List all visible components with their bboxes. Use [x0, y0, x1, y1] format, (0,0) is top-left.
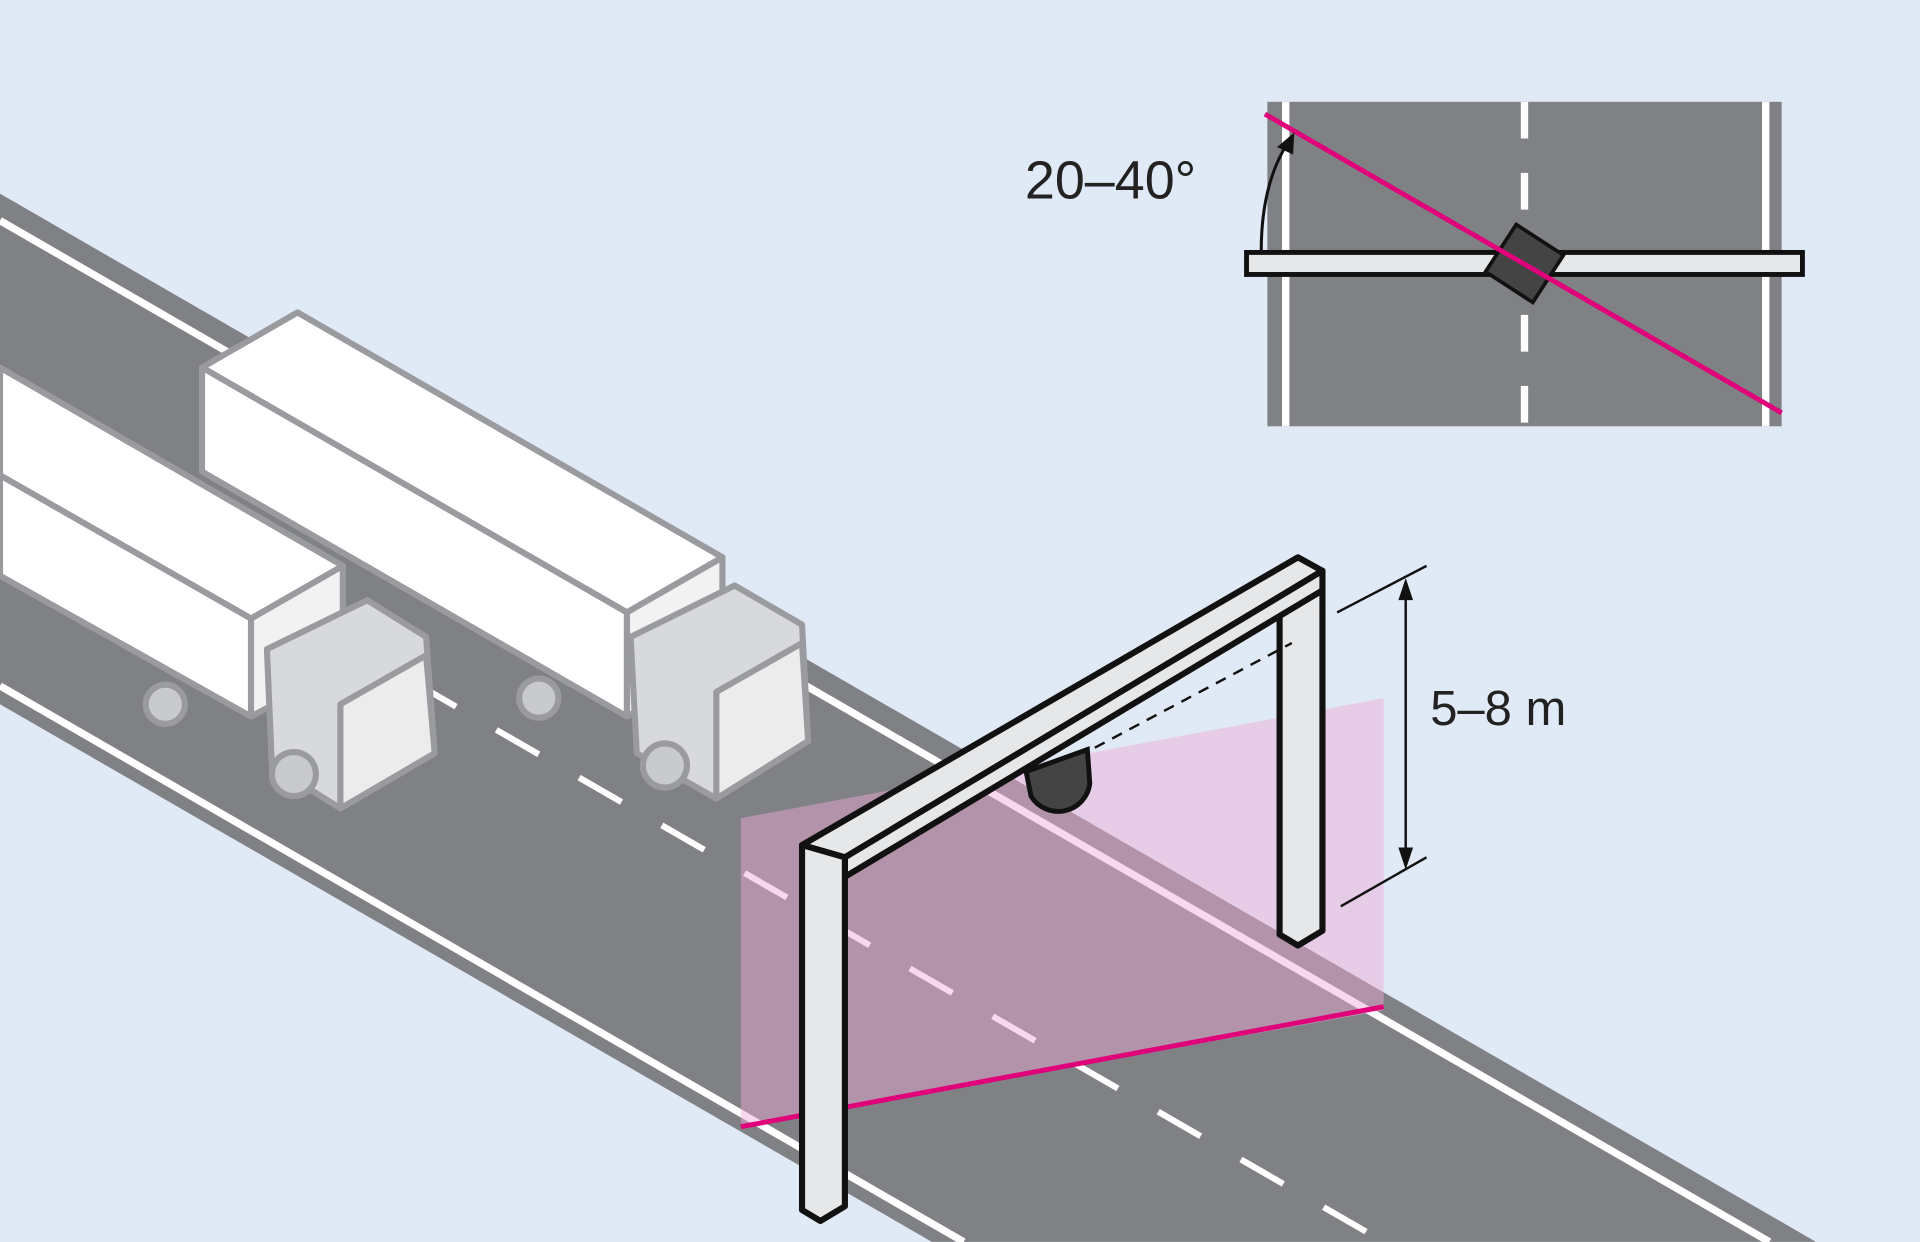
- truck-front: [0, 364, 438, 812]
- inset-detection-line: [1263, 111, 1783, 415]
- angle-arc: [1259, 141, 1290, 252]
- height-dimension: [1336, 564, 1428, 908]
- height-label: 5–8 m: [1430, 682, 1566, 736]
- truck-back: [198, 309, 812, 802]
- angle-label: 20–40°: [1025, 151, 1196, 211]
- angle-arrowhead: [1277, 132, 1295, 155]
- gantry: [798, 554, 1326, 1225]
- camera-icon: [1023, 746, 1093, 814]
- camera-sight-line: [1076, 641, 1293, 758]
- top-view-inset: [1244, 101, 1805, 427]
- road-center-dashes: [0, 440, 1386, 1242]
